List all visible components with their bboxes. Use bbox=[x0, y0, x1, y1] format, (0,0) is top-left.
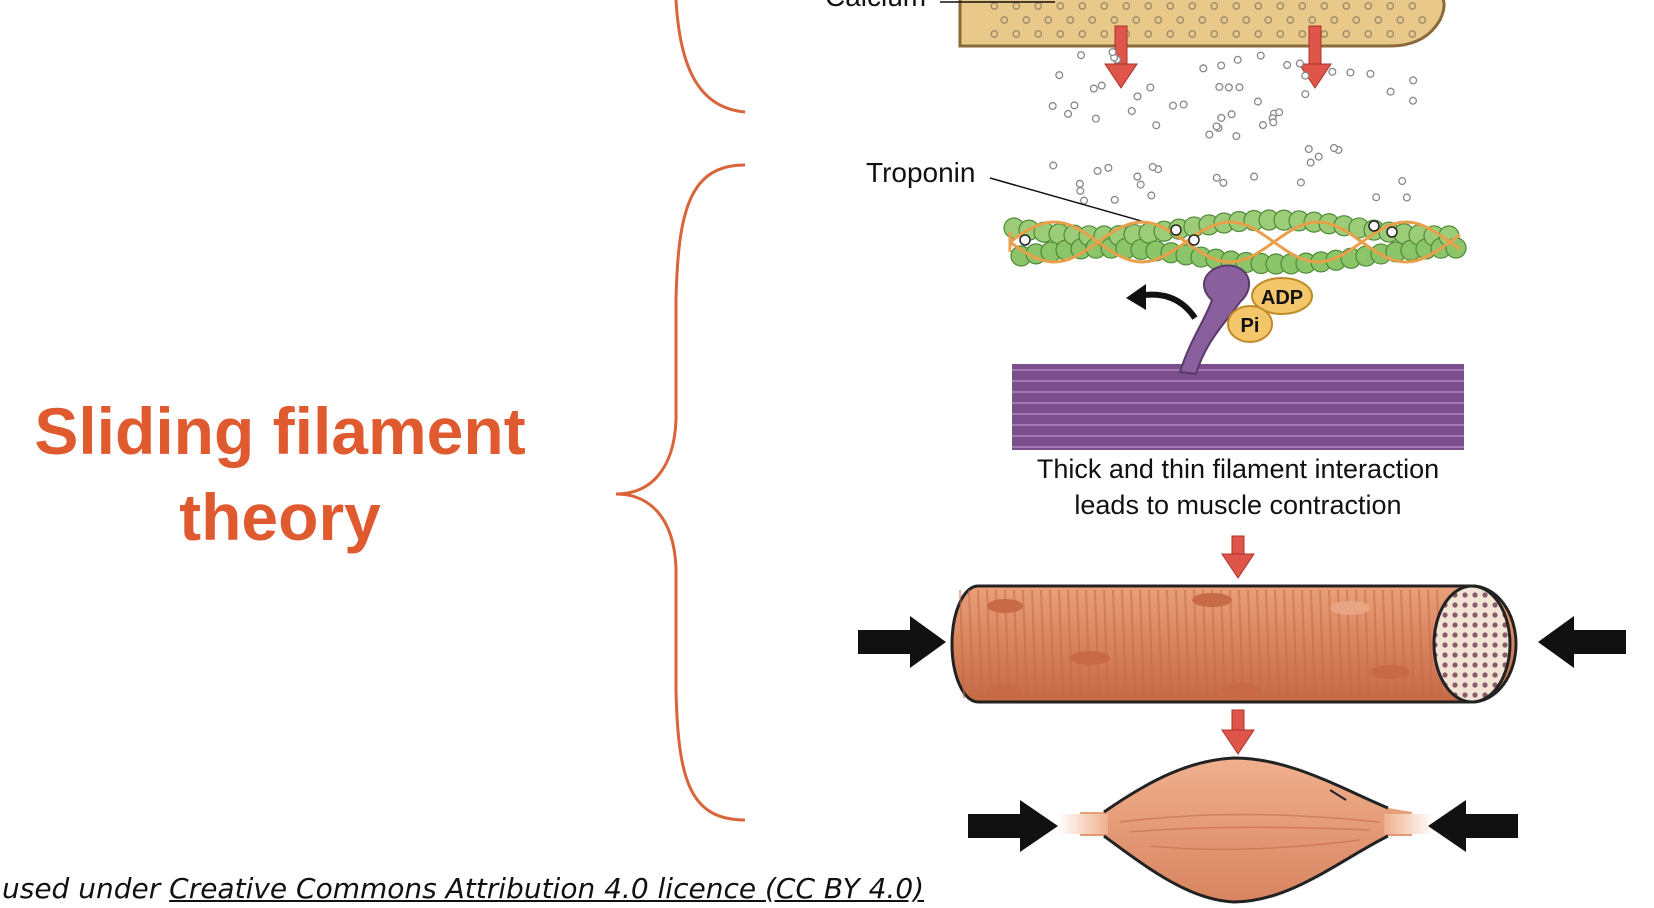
whole-muscle bbox=[1058, 756, 1434, 904]
compression-arrow-right-fiber bbox=[1538, 616, 1626, 668]
power-stroke-arrow bbox=[1137, 291, 1198, 320]
svg-text:ADP: ADP bbox=[1261, 287, 1303, 309]
caption-line-2: leads to muscle contraction bbox=[1074, 490, 1401, 520]
compression-arrow-left-muscle bbox=[968, 800, 1058, 852]
page-title: Sliding filament theory bbox=[0, 388, 560, 560]
arrow-to-muscle bbox=[1221, 709, 1255, 755]
licence-link[interactable]: Creative Commons Attribution 4.0 licence… bbox=[169, 872, 925, 905]
licence-credit: used under Creative Commons Attribution … bbox=[2, 872, 924, 905]
compression-arrow-right-muscle bbox=[1428, 800, 1518, 852]
calcium-label: Calcium bbox=[825, 0, 926, 12]
brace-top bbox=[674, 0, 746, 114]
adp-molecule: ADP bbox=[1251, 277, 1313, 315]
arrow-to-fiber bbox=[1221, 535, 1255, 579]
thin-filament-actin bbox=[1003, 209, 1467, 275]
muscle-fiber bbox=[950, 584, 1518, 704]
sarcoplasmic-reticulum bbox=[958, 0, 1446, 48]
title-line-1: Sliding filament bbox=[34, 394, 526, 468]
title-line-2: theory bbox=[179, 480, 381, 554]
pi-molecule: Pi bbox=[1227, 305, 1273, 343]
svg-text:Pi: Pi bbox=[1241, 315, 1260, 337]
calcium-release-arrow-right bbox=[1298, 25, 1332, 89]
brace-bottom bbox=[615, 163, 746, 822]
caption-line-1: Thick and thin filament interaction bbox=[1037, 454, 1439, 484]
calcium-ions bbox=[1048, 48, 1418, 205]
thick-filament bbox=[1012, 364, 1464, 450]
compression-arrow-left-fiber bbox=[858, 616, 946, 668]
credit-prefix: used under bbox=[2, 872, 170, 905]
troponin-label: Troponin bbox=[866, 157, 975, 188]
myosin-head bbox=[1178, 264, 1251, 376]
